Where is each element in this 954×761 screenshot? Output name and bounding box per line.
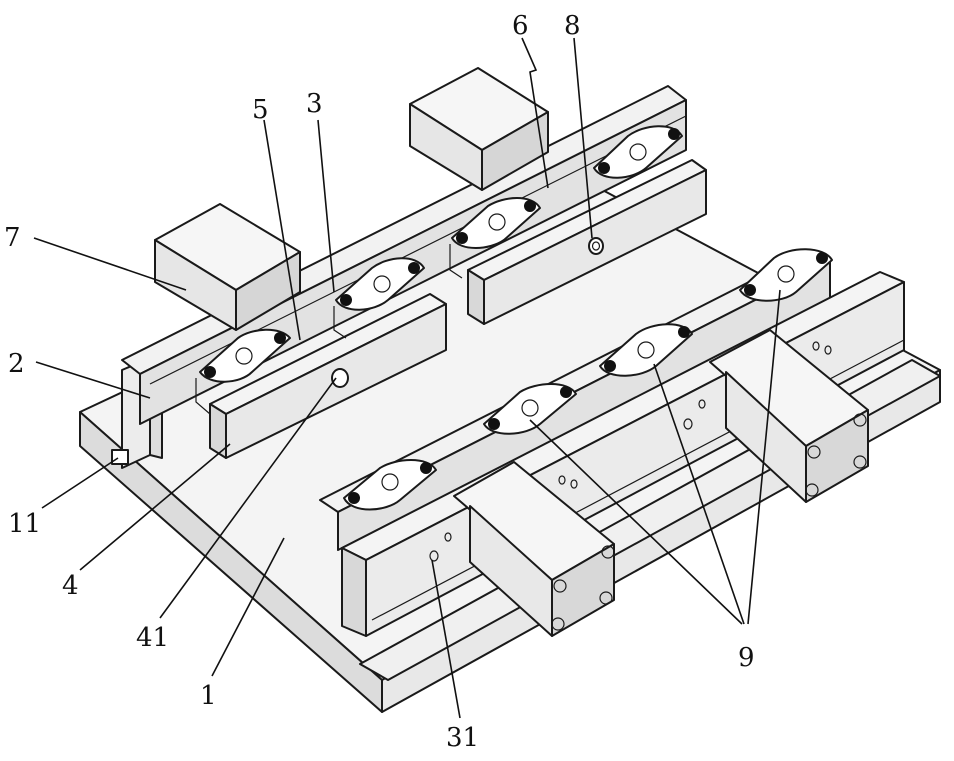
label-rear-hole: 31 [446, 723, 479, 753]
label-base-plate: 1 [200, 681, 217, 711]
label-front-clamp: 4 [62, 571, 79, 601]
label-clamp-hole: 8 [564, 11, 581, 41]
label-rear-fixture: 3 [306, 89, 323, 119]
label-positioning-block: 11 [8, 509, 41, 539]
label-cylinder: 7 [4, 223, 21, 253]
label-link-plate: 6 [512, 11, 529, 41]
label-left-stop: 2 [8, 349, 25, 379]
label-front-hole: 41 [136, 623, 169, 653]
label-chain-links: 9 [738, 643, 755, 673]
label-pressure-pad: 5 [252, 95, 269, 125]
